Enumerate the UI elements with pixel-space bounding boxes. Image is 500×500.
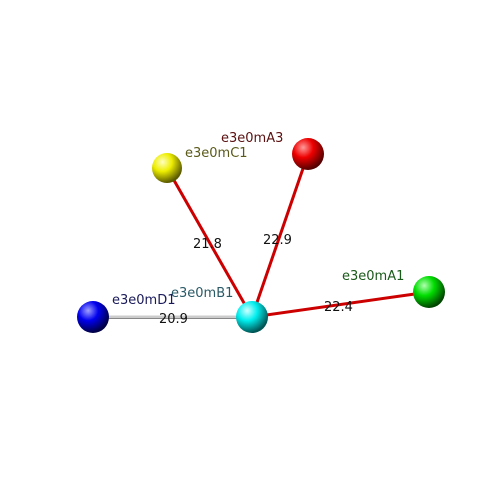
node-b1	[236, 301, 268, 333]
node-d1	[77, 301, 109, 333]
node-label-a1: e3e0mA1	[342, 269, 404, 284]
node-a1	[413, 276, 445, 308]
edge-label-a3-b1: 22.9	[263, 233, 292, 248]
node-a3	[292, 138, 324, 170]
edge-label-a1-b1: 22.4	[324, 300, 353, 315]
edge-a3-b1	[250, 153, 310, 318]
edge-a1-b1	[251, 290, 430, 319]
edge-label-d1-b1: 20.9	[159, 312, 188, 327]
node-label-b1: e3e0mB1	[171, 286, 233, 301]
node-c1	[152, 153, 182, 183]
node-label-a3: e3e0mA3	[221, 131, 283, 146]
edge-c1-b1	[165, 167, 254, 318]
node-label-c1: e3e0mC1	[185, 146, 248, 161]
edge-label-c1-b1: 21.8	[193, 237, 222, 252]
node-label-d1: e3e0mD1	[112, 293, 175, 308]
